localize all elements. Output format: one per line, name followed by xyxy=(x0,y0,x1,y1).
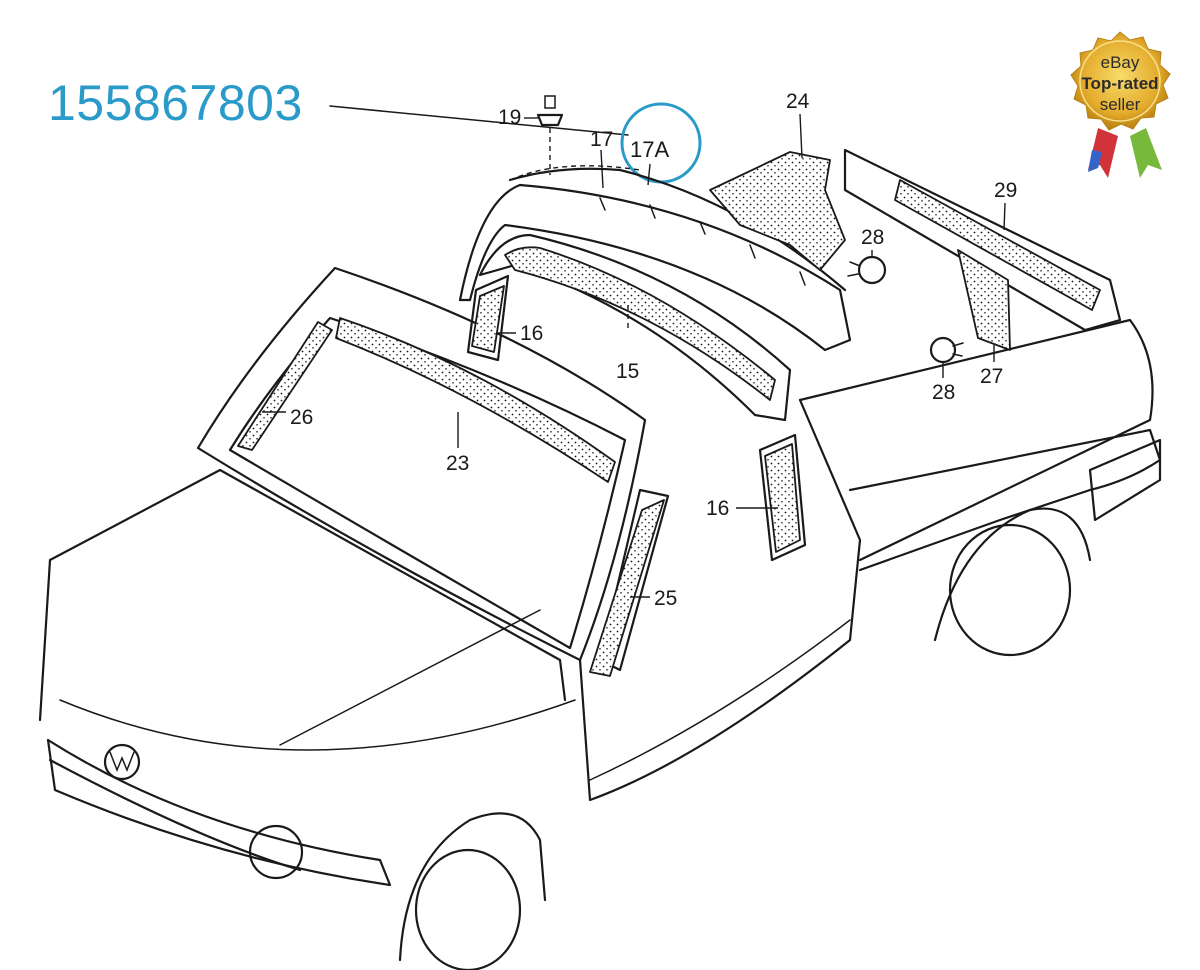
ribbon-green xyxy=(1130,128,1162,178)
grille-line xyxy=(48,758,302,872)
rear-panel-24 xyxy=(709,151,846,271)
callout-19: 19 xyxy=(498,106,521,129)
seal-23 xyxy=(335,317,616,483)
callout-15: 15 xyxy=(616,360,639,383)
callout-27: 27 xyxy=(980,365,1003,388)
top-rated-seller-badge: eBay Top-rated seller xyxy=(1070,31,1171,178)
callout-25: 25 xyxy=(654,587,677,610)
rear-strip-29 xyxy=(843,148,1122,332)
seal-16-left xyxy=(471,285,505,353)
rear-quarter xyxy=(848,428,1162,572)
seal-25 xyxy=(589,499,665,677)
callouts: 19 17 17A 24 29 28 28 27 16 15 26 23 xyxy=(262,90,1017,610)
headlight xyxy=(248,824,304,880)
callout-17A: 17A xyxy=(630,137,669,162)
trim-15 xyxy=(478,233,792,422)
hood-crease xyxy=(279,609,541,746)
callout-16-left: 16 xyxy=(520,322,543,345)
panel-27 xyxy=(957,249,1011,351)
roll-bar-17 xyxy=(458,183,852,352)
seal-29 xyxy=(894,179,1101,311)
side-trim-16-left xyxy=(466,274,510,362)
callout-29: 29 xyxy=(994,179,1017,202)
windshield-frame xyxy=(196,266,647,662)
rear-wheel xyxy=(948,523,1072,657)
part-number-leader xyxy=(329,105,629,136)
callout-17: 17 xyxy=(590,128,613,151)
clip-28-upper-icon xyxy=(847,255,887,285)
bolt-19-icon xyxy=(509,95,641,181)
roll-bar-holes xyxy=(599,197,806,286)
vw-logo-icon xyxy=(103,743,141,781)
side-trim-16-right xyxy=(758,433,807,562)
rear-deck xyxy=(798,318,1154,562)
callout-26: 26 xyxy=(290,406,313,429)
hood-edge xyxy=(59,699,576,751)
sill-line xyxy=(589,619,851,781)
badge-line-2: Top-rated xyxy=(1081,74,1158,93)
callout-16-right: 16 xyxy=(706,497,729,520)
front-wheel-arch xyxy=(398,812,547,962)
badge-line-1: eBay xyxy=(1101,53,1140,72)
bumper xyxy=(46,738,392,887)
callout-28-upper: 28 xyxy=(861,226,884,249)
rear-wheel-arch xyxy=(933,507,1092,642)
seal-15 xyxy=(504,246,776,401)
seal-16-right xyxy=(764,443,801,553)
badge-line-3: seller xyxy=(1100,95,1141,114)
callout-28-lower: 28 xyxy=(932,381,955,404)
ribbon-blue xyxy=(1088,150,1102,172)
door-outline xyxy=(578,398,862,802)
seal-26 xyxy=(237,321,333,451)
callout-24: 24 xyxy=(786,90,810,113)
hood-outline xyxy=(38,468,567,722)
part-number-label: 155867803 xyxy=(48,75,303,131)
clip-28-lower-icon xyxy=(929,336,964,364)
callout-23: 23 xyxy=(446,452,469,475)
rear-bumper xyxy=(1088,438,1162,522)
front-wheel xyxy=(414,848,522,970)
